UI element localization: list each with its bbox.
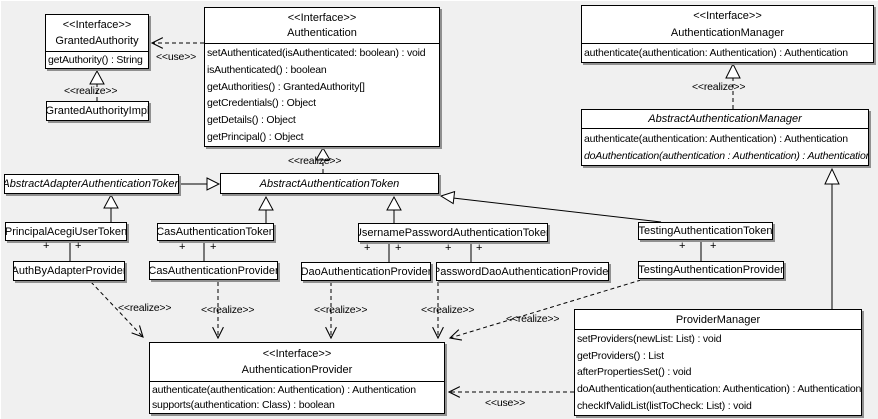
method: getAuthority() : String bbox=[48, 54, 143, 66]
class-name: TestingAuthenticationToken bbox=[638, 225, 773, 237]
association-end-marker: + bbox=[179, 241, 186, 253]
generalization-arrowhead bbox=[824, 167, 840, 185]
class-name: TestingAuthenticationProvider bbox=[638, 264, 784, 276]
class-name: Authentication bbox=[287, 27, 357, 40]
use-label: <<use>> bbox=[156, 51, 197, 63]
association-end-marker: + bbox=[210, 241, 217, 253]
class-provider-manager[interactable]: ProviderManager setProviders(newList: Li… bbox=[574, 309, 862, 416]
realize-label: <<realize>> bbox=[118, 302, 172, 314]
class-name: GrantedAuthorityImpl bbox=[46, 105, 149, 117]
method: getAuthorities() : GrantedAuthority[] bbox=[207, 80, 365, 93]
class-name: AuthenticationManager bbox=[670, 26, 785, 39]
association-end-marker: + bbox=[395, 242, 402, 254]
class-name: AbstractAuthenticationManager bbox=[648, 113, 802, 125]
method: setAuthenticated(isAuthenticated: boolea… bbox=[207, 47, 426, 60]
realize-arrowhead bbox=[315, 147, 331, 161]
generalization-arrowhead bbox=[439, 190, 456, 205]
realize-testingauthenticationprovider bbox=[450, 279, 642, 338]
method: getCredentials() : Object bbox=[207, 97, 316, 110]
stereotype: <<Interface>> bbox=[693, 10, 762, 23]
stereotype: <<Interface>> bbox=[287, 11, 357, 24]
class-name: AbstractAuthenticationToken bbox=[259, 177, 400, 190]
realize-label: <<realize>> bbox=[506, 313, 560, 325]
stereotype: <<Interface>> bbox=[62, 19, 132, 31]
class-name: CasAuthenticationToken bbox=[157, 226, 274, 238]
use-label: <<use>> bbox=[485, 397, 526, 409]
class-username-password-authentication-token[interactable]: UsernamePasswordAuthenticationToken bbox=[358, 223, 548, 242]
class-password-dao-authentication-provider[interactable]: PasswordDaoAuthenticationProvider bbox=[436, 262, 609, 281]
class-name: CasAuthenticationProvider bbox=[149, 264, 278, 277]
method: checkIfValidList(listToCheck: List) : vo… bbox=[577, 399, 752, 412]
association-end-marker: + bbox=[679, 240, 686, 252]
class-principal-acegi-user-token[interactable]: PrincipalAcegiUserToken bbox=[5, 222, 127, 241]
class-auth-by-adapter-provider[interactable]: AuthByAdapterProvider bbox=[13, 261, 125, 281]
class-authentication-manager[interactable]: <<Interface>> AuthenticationManager auth… bbox=[581, 5, 874, 63]
class-header: <<Interface>> AuthenticationManager bbox=[582, 6, 873, 44]
class-granted-authority-impl[interactable]: GrantedAuthorityImpl bbox=[46, 101, 149, 121]
class-testing-authentication-token[interactable]: TestingAuthenticationToken bbox=[638, 222, 773, 240]
realize-label: <<realize>> bbox=[692, 81, 746, 93]
class-authentication-provider[interactable]: <<Interface>> AuthenticationProvider aut… bbox=[149, 342, 445, 414]
realize-label: <<realize>> bbox=[64, 85, 118, 97]
realize-label: <<realize>> bbox=[314, 304, 368, 316]
association-end-marker: + bbox=[43, 240, 50, 252]
method: getProviders() : List bbox=[577, 349, 664, 362]
realize-arrowhead bbox=[89, 69, 105, 85]
class-authentication[interactable]: <<Interface>> Authentication setAuthenti… bbox=[204, 7, 440, 147]
class-header: AbstractAuthenticationManager bbox=[582, 110, 868, 129]
class-header: ProviderManager bbox=[575, 310, 861, 330]
class-abstract-authentication-token[interactable]: AbstractAuthenticationToken bbox=[220, 173, 439, 194]
generalization-arrowhead bbox=[206, 177, 221, 191]
class-name: AuthenticationProvider bbox=[241, 364, 353, 377]
class-name: AbstractAdapterAuthenticationToken bbox=[4, 178, 179, 190]
method: getPrincipal() : Object bbox=[207, 130, 304, 143]
class-abstract-authentication-manager[interactable]: AbstractAuthenticationManager authentica… bbox=[581, 109, 869, 166]
method: doAuthentication(authentication: Authent… bbox=[577, 383, 861, 396]
class-testing-authentication-provider[interactable]: TestingAuthenticationProvider bbox=[638, 261, 784, 279]
class-header: <<Interface>> GrantedAuthority bbox=[46, 15, 148, 52]
method: authenticate(authentication: Authenticat… bbox=[152, 384, 416, 397]
class-dao-authentication-provider[interactable]: DaoAuthenticationProvider bbox=[301, 262, 431, 281]
association-end-marker: + bbox=[710, 240, 717, 252]
class-name: PrincipalAcegiUserToken bbox=[5, 225, 127, 238]
method: afterPropertiesSet() : void bbox=[577, 366, 692, 379]
generalization-arrowhead bbox=[258, 195, 274, 211]
class-name: ProviderManager bbox=[675, 313, 761, 326]
association-end-marker: + bbox=[364, 242, 371, 254]
class-header: <<Interface>> AuthenticationProvider bbox=[150, 343, 444, 382]
class-cas-authentication-provider[interactable]: CasAuthenticationProvider bbox=[149, 261, 278, 280]
realize-authbyadapterprovider bbox=[90, 281, 143, 337]
method: getDetails() : Object bbox=[207, 113, 296, 126]
method: authenticate(authentication: Authenticat… bbox=[584, 47, 848, 59]
gen-testingauthenticationtoken bbox=[452, 197, 662, 223]
generalization-arrowhead bbox=[103, 193, 119, 209]
realize-label: <<realize>> bbox=[201, 304, 255, 316]
class-name: AuthByAdapterProvider bbox=[13, 265, 125, 277]
class-abstract-adapter-authentication-token[interactable]: AbstractAdapterAuthenticationToken bbox=[4, 174, 179, 194]
association-end-marker: + bbox=[445, 242, 452, 254]
class-name: UsernamePasswordAuthenticationToken bbox=[358, 226, 548, 239]
class-name: DaoAuthenticationProvider bbox=[301, 265, 431, 278]
realize-label: <<realize>> bbox=[288, 155, 342, 167]
stereotype: <<Interface>> bbox=[262, 347, 332, 360]
class-name: PasswordDaoAuthenticationProvider bbox=[436, 265, 609, 278]
class-header: <<Interface>> Authentication bbox=[205, 8, 439, 44]
realize-label: <<realize>> bbox=[421, 304, 475, 316]
generalization-arrowhead bbox=[386, 195, 402, 211]
method: setProviders(newList: List) : void bbox=[577, 333, 722, 346]
method: isAuthenticated() : boolean bbox=[207, 63, 327, 76]
class-cas-authentication-token[interactable]: CasAuthenticationToken bbox=[157, 223, 274, 241]
method: authenticate(authentication: Authenticat… bbox=[584, 132, 848, 145]
association-end-marker: + bbox=[75, 240, 82, 252]
method: doAuthentication(authentication : Authen… bbox=[584, 149, 868, 162]
association-end-marker: + bbox=[476, 242, 483, 254]
class-granted-authority[interactable]: <<Interface>> GrantedAuthority getAuthor… bbox=[45, 14, 149, 69]
method: supports(authentication: Class) : boolea… bbox=[152, 398, 335, 411]
realize-arrowhead bbox=[725, 62, 741, 79]
class-name: GrantedAuthority bbox=[55, 35, 139, 47]
